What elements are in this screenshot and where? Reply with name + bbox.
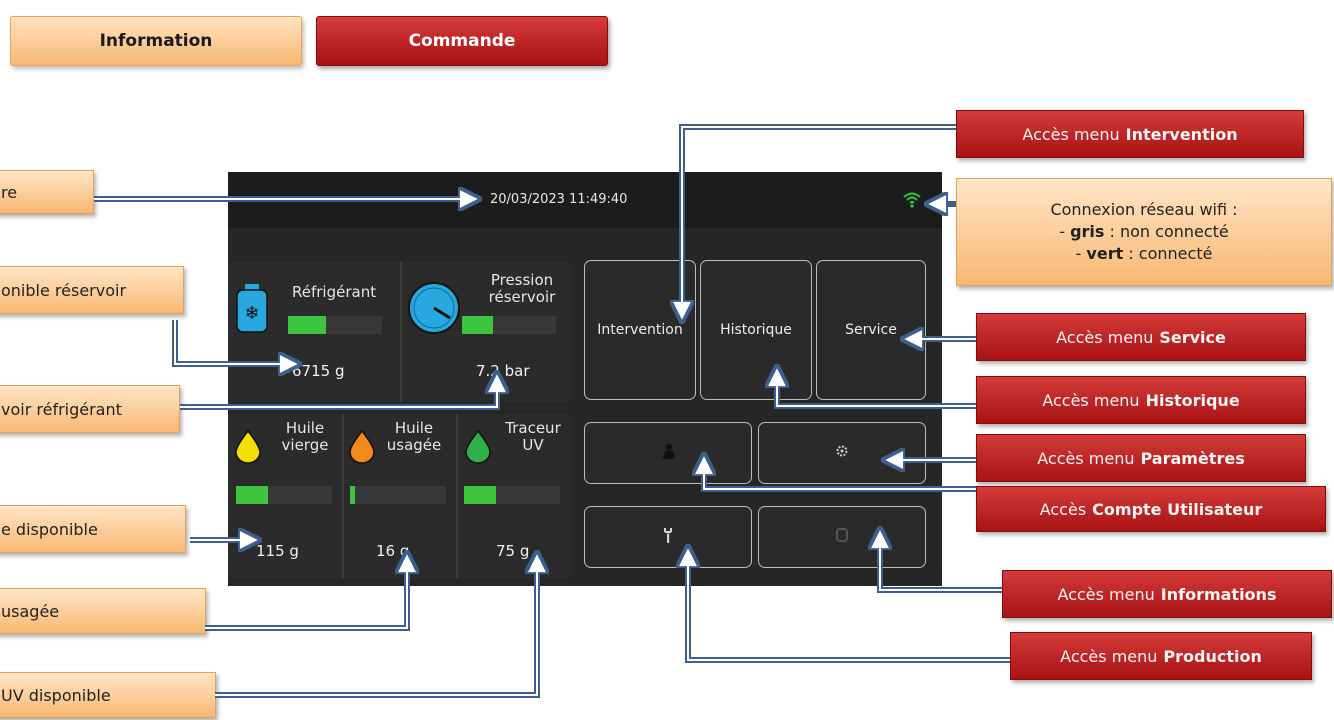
callout-wifi-grey-text: : non connecté — [1109, 222, 1229, 241]
tab-information[interactable]: Information — [10, 16, 302, 66]
callout-oil-new-text: e disponible — [1, 519, 98, 539]
oil-new-value: 115 g — [256, 542, 299, 560]
device-screen: 20/03/2023 11:49:40 ❄ Réfrigérant 6715 g — [228, 172, 942, 586]
callout-service-prefix: Accès menu — [1056, 327, 1154, 347]
uv-label-line2: UV — [522, 436, 544, 454]
panel-divider — [456, 414, 458, 578]
pressure-label-line2: réservoir — [488, 288, 556, 306]
callout-wifi-green: vert — [1086, 244, 1124, 263]
historique-button[interactable]: Historique — [700, 260, 812, 400]
callout-oil-used: usagée — [0, 588, 206, 634]
callout-wifi-grey: gris — [1070, 222, 1105, 241]
uv-panel: Traceur UV 75 g — [458, 414, 572, 578]
callout-production-bold: Production — [1163, 646, 1262, 666]
oil-used-label-line2: usagée — [386, 436, 442, 454]
oil-new-label: Huile vierge — [272, 420, 338, 454]
gear-icon — [836, 445, 848, 461]
oil-new-label-line1: Huile — [285, 419, 325, 437]
callout-date: re — [0, 170, 94, 214]
callout-wifi: Connexion réseau wifi : - gris : non con… — [956, 178, 1332, 286]
callout-date-text: re — [1, 182, 18, 202]
callout-parametres-prefix: Accès menu — [1037, 448, 1135, 468]
uv-label-line1: Traceur — [505, 419, 561, 437]
callout-oil-used-text: usagée — [1, 601, 60, 621]
callout-compte-bold: Compte Utilisateur — [1092, 499, 1263, 519]
uv-value: 75 g — [496, 542, 530, 560]
gas-cylinder-icon: ❄ — [234, 284, 270, 334]
pressure-gauge-icon — [406, 280, 462, 336]
svg-text:❄: ❄ — [244, 303, 259, 324]
user-icon — [661, 443, 675, 463]
tab-commande[interactable]: Commande — [316, 16, 608, 66]
panel-divider — [342, 414, 344, 578]
callout-production-prefix: Accès menu — [1060, 646, 1158, 666]
uv-level-fill — [464, 486, 496, 504]
callout-intervention-prefix: Accès menu — [1022, 124, 1120, 144]
oil-new-level-fill — [236, 486, 268, 504]
uv-label: Traceur UV — [496, 420, 570, 454]
uv-level-bar — [464, 486, 560, 504]
yellow-drop-icon — [234, 429, 262, 464]
callout-uv-text: UV disponible — [1, 685, 111, 705]
callout-informations-prefix: Accès menu — [1057, 584, 1155, 604]
orange-drop-icon — [348, 429, 376, 464]
callout-compte-prefix: Accès — [1039, 499, 1087, 519]
callout-wifi-line2: - gris : non connecté — [1059, 222, 1229, 241]
refrigerant-value: 6715 g — [292, 362, 345, 380]
refrigerant-level-bar — [288, 316, 382, 334]
production-button[interactable] — [584, 506, 752, 568]
pressure-label: Pression réservoir — [474, 272, 570, 306]
callout-informations-bold: Informations — [1160, 584, 1277, 604]
oil-used-label: Huile usagée — [376, 420, 452, 454]
callout-wifi-green-text: : connecté — [1128, 244, 1213, 263]
refrigerant-level-fill — [288, 316, 326, 334]
user-account-button[interactable] — [584, 422, 752, 484]
callout-oil-new: e disponible — [0, 505, 186, 553]
refrigerant-panel: ❄ Réfrigérant 6715 g — [228, 262, 400, 402]
callout-refrigerant-text: onible réservoir — [1, 280, 127, 300]
oil-used-level-bar — [350, 486, 446, 504]
callout-parametres-bold: Paramètres — [1140, 448, 1245, 468]
callout-intervention-bold: Intervention — [1125, 124, 1238, 144]
callout-wifi-line3: - vert : connecté — [1075, 244, 1213, 263]
callout-historique-prefix: Accès menu — [1042, 390, 1140, 410]
callout-service-bold: Service — [1159, 327, 1226, 347]
datetime-display: 20/03/2023 11:49:40 — [490, 192, 628, 207]
callout-pressure-text: voir réfrigérant — [1, 399, 122, 419]
pressure-level-bar — [462, 316, 556, 334]
callout-refrigerant: onible réservoir — [0, 266, 184, 314]
pressure-label-line1: Pression — [490, 271, 554, 289]
informations-button[interactable] — [758, 506, 926, 568]
green-drop-icon — [464, 429, 492, 464]
oil-new-label-line2: vierge — [281, 436, 329, 454]
pressure-level-fill — [462, 316, 494, 334]
panel-divider — [400, 262, 402, 402]
callout-uv: UV disponible — [0, 672, 216, 718]
refrigerant-label: Réfrigérant — [292, 283, 377, 301]
intervention-button[interactable]: Intervention — [584, 260, 696, 400]
oil-used-label-line1: Huile — [394, 419, 434, 437]
wifi-icon — [902, 190, 922, 208]
wrench-icon — [662, 527, 674, 547]
callout-wifi-line1: Connexion réseau wifi : — [1050, 200, 1238, 219]
info-icon — [836, 528, 848, 546]
callout-pressure: voir réfrigérant — [0, 385, 180, 433]
oil-used-level-fill — [350, 486, 355, 504]
callout-historique-bold: Historique — [1145, 390, 1240, 410]
oil-new-level-bar — [236, 486, 332, 504]
